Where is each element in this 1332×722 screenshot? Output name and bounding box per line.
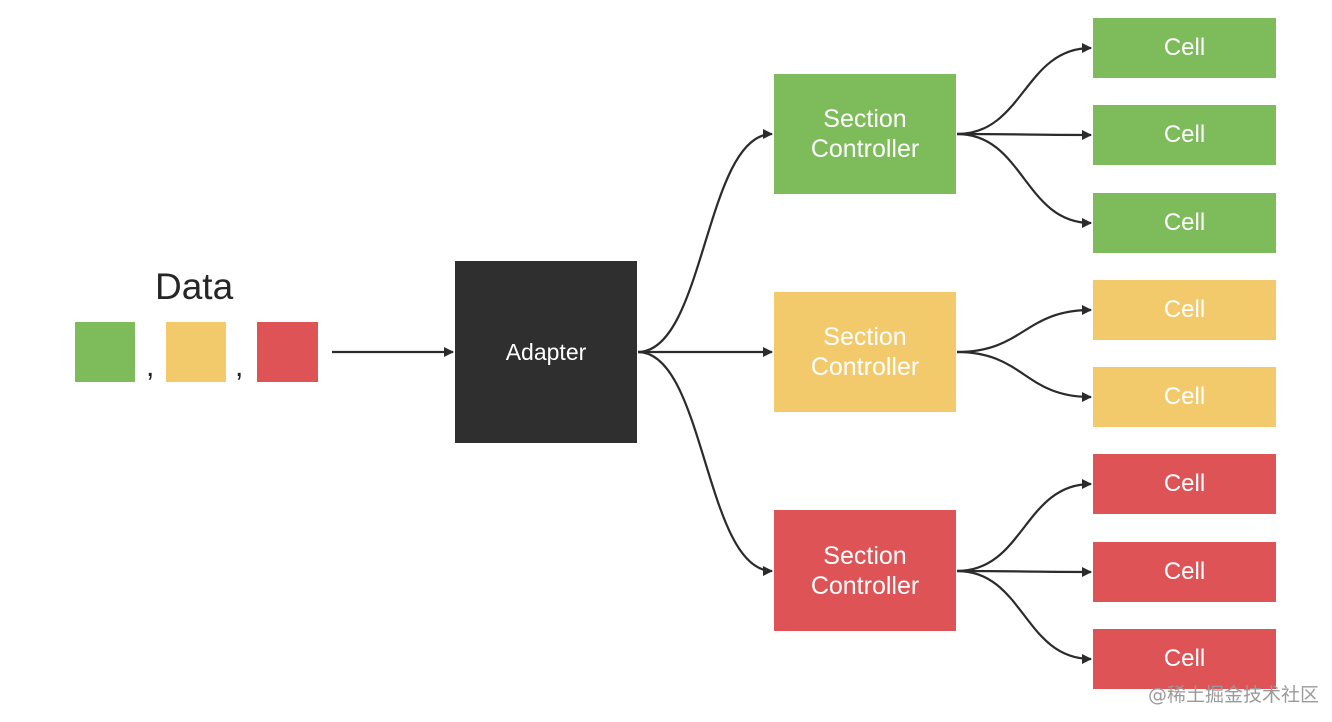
cell-yellow-1: Cell (1093, 280, 1276, 340)
data-separator: , (235, 350, 244, 383)
connector-section-2-to-cell-1 (956, 305, 1092, 354)
connector-section-3-to-cell-2 (956, 566, 1092, 577)
cell-green-1: Cell (1093, 18, 1276, 78)
cell-label: Cell (1163, 470, 1206, 497)
data-label: Data (155, 266, 234, 307)
adapter-box: Adapter (455, 261, 637, 443)
connector-section-1-to-cell-1 (956, 43, 1092, 136)
data-swatch-yellow (166, 322, 226, 382)
cell-label: Cell (1163, 383, 1206, 410)
connector-adapter-to-section-1 (637, 129, 773, 354)
section-controller-yellow: Section Controller (774, 292, 956, 412)
connector-section-1-to-cell-3 (956, 132, 1092, 228)
cell-red-1: Cell (1093, 454, 1276, 514)
cell-label: Cell (1163, 645, 1206, 672)
section-controller-green: Section Controller (774, 74, 956, 194)
cell-green-3: Cell (1093, 193, 1276, 253)
connector-section-1-to-cell-2 (956, 129, 1092, 140)
connector-section-3-to-cell-1 (956, 479, 1092, 573)
section-controller-label-line1: Section (823, 541, 907, 570)
data-swatch-red (257, 322, 318, 382)
cell-label: Cell (1163, 558, 1206, 585)
connector-adapter-to-section-3 (637, 350, 773, 576)
cell-green-2: Cell (1093, 105, 1276, 165)
section-controller-label-line1: Section (823, 323, 907, 351)
section-controller-label-line2: Controller (810, 571, 920, 600)
watermark: @稀土掘金技术社区 (1148, 684, 1320, 706)
cell-red-2: Cell (1093, 542, 1276, 602)
section-controller-label-line1: Section (823, 105, 907, 133)
adapter-label: Adapter (505, 338, 587, 365)
section-controller-label-line2: Controller (810, 135, 920, 163)
data-separator: , (146, 350, 155, 383)
cell-label: Cell (1163, 296, 1206, 323)
section-controller-label-line2: Controller (810, 353, 920, 381)
section-controller-red: Section Controller (774, 510, 956, 631)
cell-yellow-2: Cell (1093, 367, 1276, 427)
cell-red-3: Cell (1093, 629, 1276, 689)
cell-label: Cell (1163, 34, 1206, 61)
data-swatch-green (75, 322, 135, 382)
connector-section-3-to-cell-3 (956, 569, 1092, 664)
cell-label: Cell (1163, 121, 1206, 148)
connector-section-2-to-cell-2 (956, 350, 1092, 402)
cell-label: Cell (1163, 209, 1206, 236)
